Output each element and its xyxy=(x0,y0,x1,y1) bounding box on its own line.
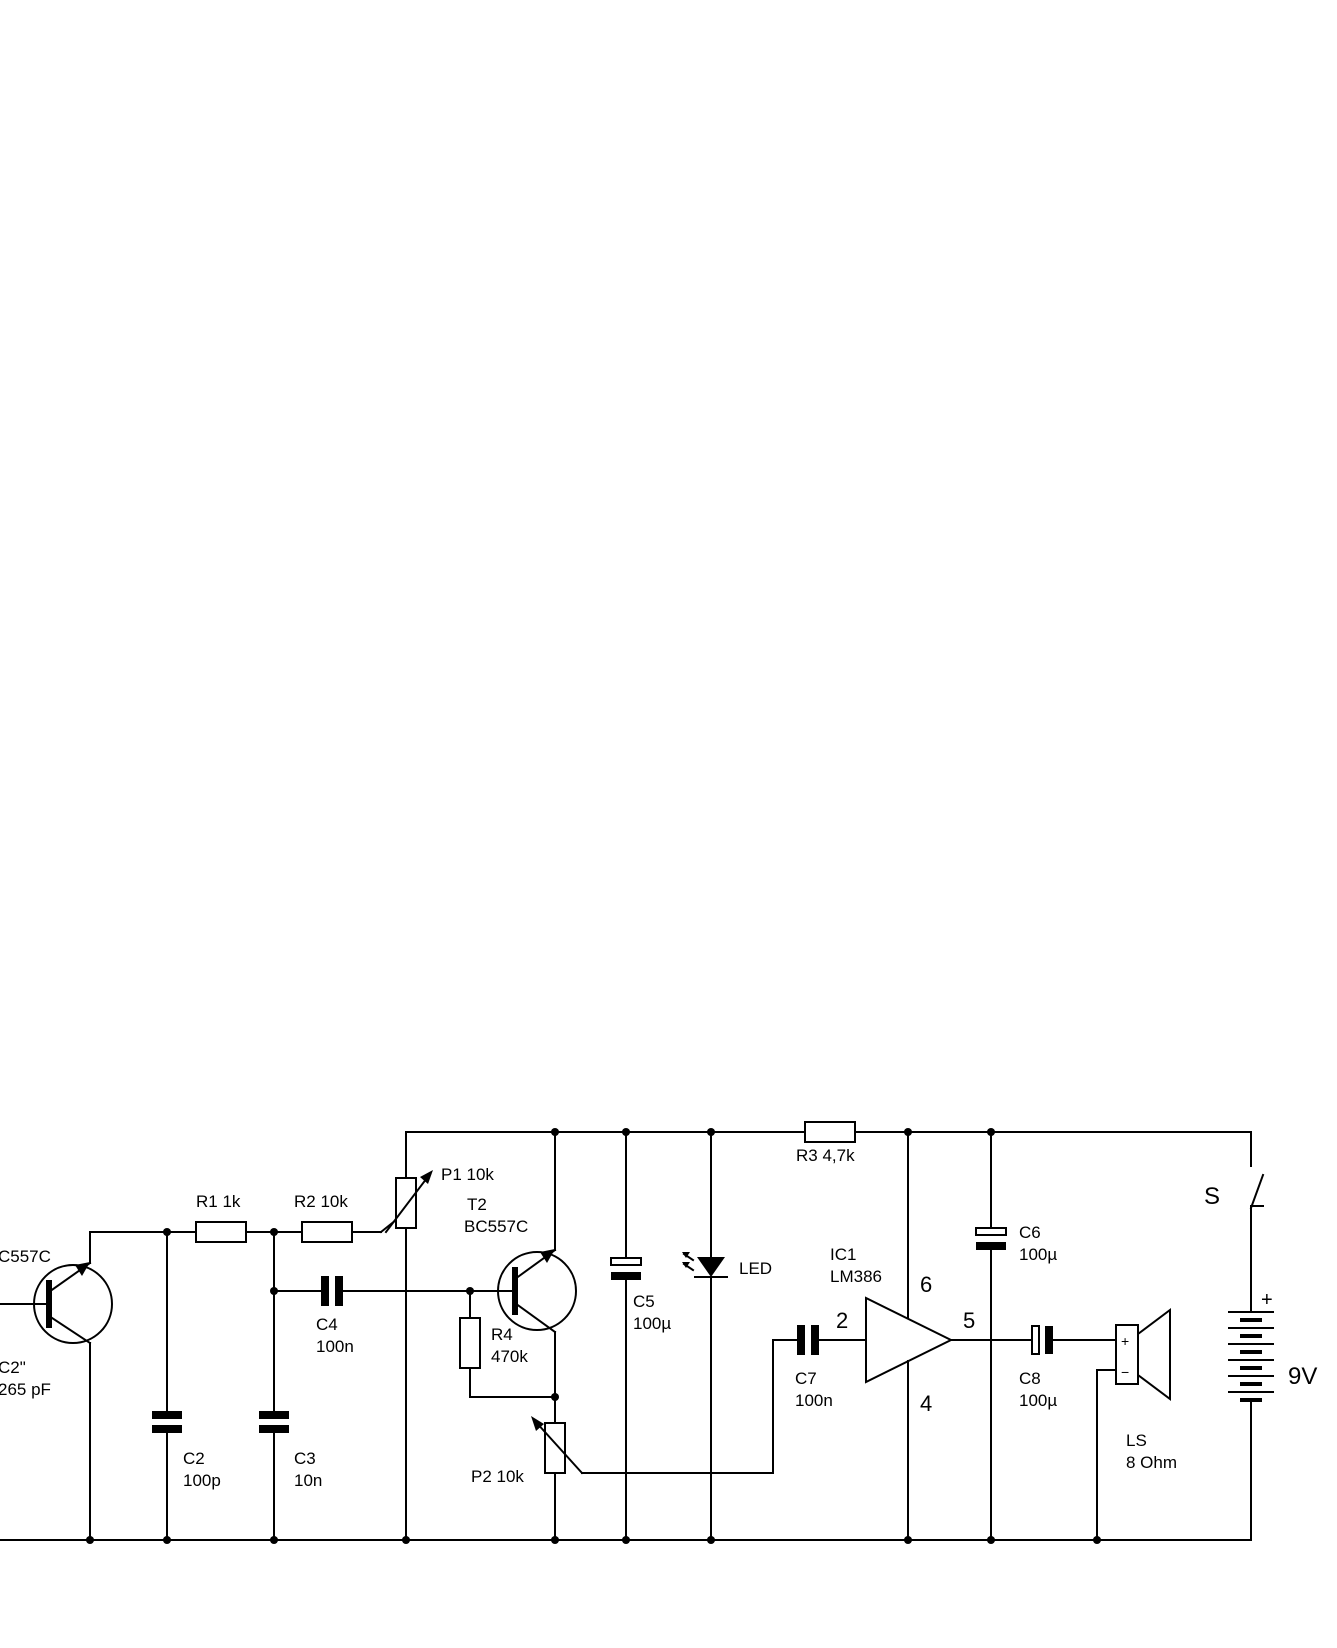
t2-name-label: T2 xyxy=(467,1195,487,1214)
pin-2-label: 2 xyxy=(836,1308,848,1333)
pin-4-label: 4 xyxy=(920,1391,932,1416)
c2-name-label: C2 xyxy=(183,1449,205,1468)
c3-value-label: 10n xyxy=(294,1471,322,1490)
c1-name-label: C2" xyxy=(0,1358,26,1377)
led-diode xyxy=(682,1131,728,1541)
transistor-t1 xyxy=(0,1231,113,1541)
c1-value-label: 265 pF xyxy=(0,1380,51,1399)
c6-value-label: 100µ xyxy=(1019,1245,1057,1264)
ls-minus-sign: − xyxy=(1121,1364,1129,1380)
battery-label: 9V xyxy=(1288,1363,1317,1390)
ls-value-label: 8 Ohm xyxy=(1126,1453,1177,1472)
capacitor-c8 xyxy=(1031,1325,1117,1355)
r4-value-label: 470k xyxy=(491,1347,528,1366)
transistor-t2 xyxy=(497,1131,577,1424)
c8-name-label: C8 xyxy=(1019,1369,1041,1388)
pin-5-label: 5 xyxy=(963,1308,975,1333)
c5-name-label: C5 xyxy=(633,1292,655,1311)
c4-name-label: C4 xyxy=(316,1315,338,1334)
p1-label: P1 10k xyxy=(441,1165,494,1184)
ls-name-label: LS xyxy=(1126,1431,1147,1450)
loudspeaker-ls xyxy=(1096,1308,1171,1541)
ic1-type-label: LM386 xyxy=(830,1267,882,1286)
potentiometer-p1 xyxy=(384,1170,433,1541)
capacitor-c4 xyxy=(273,1276,514,1306)
resistor-r1 xyxy=(89,1221,303,1243)
c5-value-label: 100µ xyxy=(633,1314,671,1333)
c7-value-label: 100n xyxy=(795,1391,833,1410)
c4-value-label: 100n xyxy=(316,1337,354,1356)
c6-name-label: C6 xyxy=(1019,1223,1041,1242)
pin-6-label: 6 xyxy=(920,1272,932,1297)
r1-label: R1 1k xyxy=(196,1192,241,1211)
amplifier-ic1 xyxy=(865,1131,1033,1541)
capacitor-c3 xyxy=(259,1231,289,1541)
ls-plus-sign: + xyxy=(1121,1333,1129,1349)
r2-label: R2 10k xyxy=(294,1192,348,1211)
junction-dots xyxy=(86,1128,1101,1544)
resistor-r4 xyxy=(459,1290,556,1398)
c8-value-label: 100µ xyxy=(1019,1391,1057,1410)
resistor-r3 xyxy=(804,1121,856,1143)
battery-9v xyxy=(1228,1299,1274,1541)
capacitor-c6 xyxy=(975,1131,1007,1541)
capacitor-c5 xyxy=(610,1131,642,1541)
supply-rail xyxy=(405,1131,1252,1179)
t2-type-label: BC557C xyxy=(464,1217,528,1236)
t1-type-label: C557C xyxy=(0,1247,51,1266)
switch-label: S xyxy=(1204,1183,1220,1210)
capacitor-c7 xyxy=(772,1325,867,1355)
capacitor-c2 xyxy=(152,1231,182,1541)
c7-name-label: C7 xyxy=(795,1369,817,1388)
ic1-name-label: IC1 xyxy=(830,1245,856,1264)
potentiometer-p2 xyxy=(531,1339,774,1541)
c3-name-label: C3 xyxy=(294,1449,316,1468)
p2-label: P2 10k xyxy=(471,1467,524,1486)
battery-plus-sign: + xyxy=(1261,1289,1273,1311)
switch-s xyxy=(1249,1131,1265,1301)
c2-value-label: 100p xyxy=(183,1471,221,1490)
led-label: LED xyxy=(739,1259,772,1278)
r3-label: R3 4,7k xyxy=(796,1146,855,1165)
r4-name-label: R4 xyxy=(491,1325,513,1344)
